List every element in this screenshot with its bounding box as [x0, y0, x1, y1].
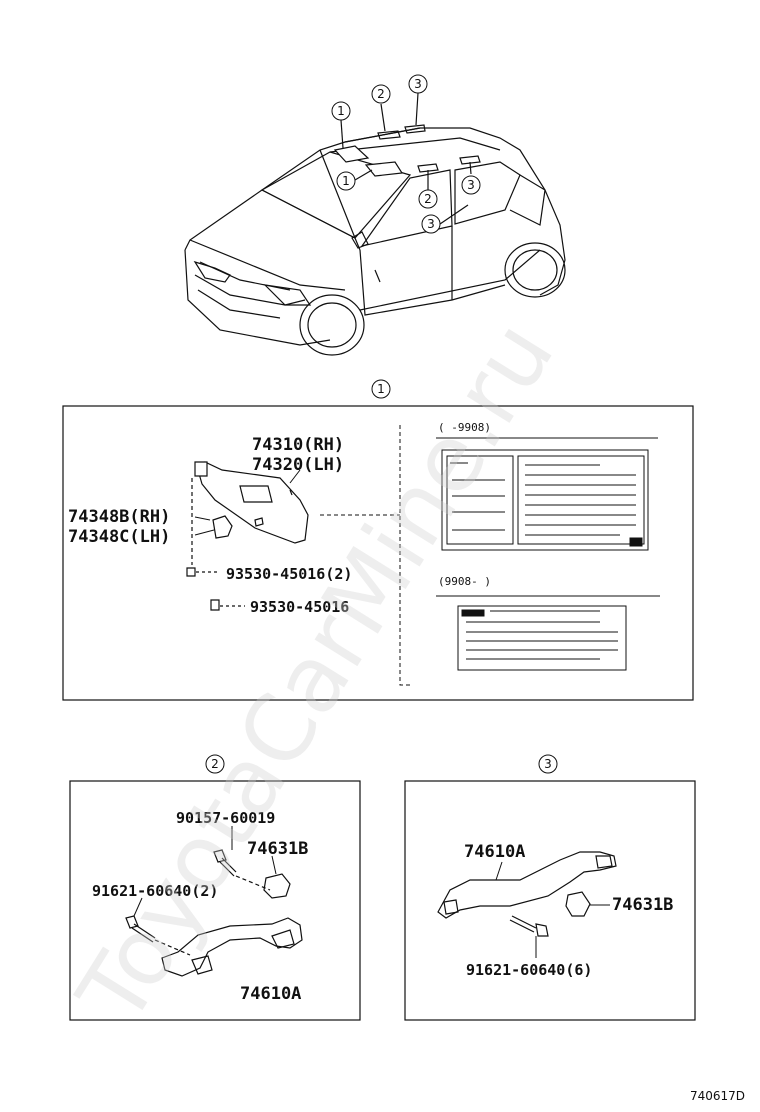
part-74610a-label-2: 74610A — [240, 984, 301, 1004]
watermark: ToyotaCarMine.ru — [57, 303, 574, 1042]
part-74348c-lh-label: 74348C(LH) — [68, 527, 170, 547]
part-91621-60640-2-label: 91621-60640(2) — [92, 882, 218, 900]
svg-text:2: 2 — [424, 192, 432, 206]
callout-overview-2b: 2 — [418, 189, 438, 209]
callout-overview-3a: 3 — [408, 74, 428, 94]
svg-text:3: 3 — [427, 217, 435, 231]
svg-text:1: 1 — [377, 382, 385, 396]
label-period-from: (9908- ) — [438, 575, 491, 588]
callout-overview-1a: 1 — [331, 101, 351, 121]
section-2-leaders — [133, 826, 277, 917]
caution-label-late — [457, 605, 627, 671]
part-74320-lh-label: 74320(LH) — [252, 455, 344, 475]
section-1-frame — [62, 405, 694, 701]
part-74610a-label-3: 74610A — [464, 842, 525, 862]
section-1-leaders — [194, 425, 410, 686]
callout-overview-3c: 3 — [421, 214, 441, 234]
section-3-leaders — [495, 861, 610, 958]
part-91621-60640-6-label: 91621-60640(6) — [466, 961, 592, 979]
caution-label-early — [441, 449, 649, 551]
part-93530-45016-label: 93530-45016 — [250, 598, 349, 616]
assist-grip-3-illustration — [437, 851, 617, 937]
section-2-callout: 2 — [205, 754, 225, 774]
part-74631b-label-2: 74631B — [247, 839, 308, 859]
section-2-frame — [69, 780, 361, 1021]
part-74348b-rh-label: 74348B(RH) — [68, 507, 170, 527]
part-74631b-label-3: 74631B — [612, 895, 673, 915]
svg-text:3: 3 — [414, 77, 422, 91]
drawing-code: 740617D — [690, 1089, 745, 1103]
svg-text:2: 2 — [211, 757, 219, 771]
part-74310-rh-label: 74310(RH) — [252, 435, 344, 455]
callout-overview-3b: 3 — [461, 175, 481, 195]
svg-text:1: 1 — [337, 104, 345, 118]
section-3-callout: 3 — [538, 754, 558, 774]
part-93530-45016-2-label: 93530-45016(2) — [226, 565, 352, 583]
svg-text:3: 3 — [467, 178, 475, 192]
label-period-upto: ( -9908) — [438, 421, 491, 434]
svg-text:1: 1 — [342, 174, 350, 188]
car-illustration — [184, 92, 566, 356]
sun-visor-illustration — [186, 461, 309, 611]
callout-overview-1b: 1 — [336, 171, 356, 191]
svg-text:2: 2 — [377, 87, 385, 101]
section-1-callout: 1 — [371, 379, 391, 399]
section-3-frame — [404, 780, 696, 1021]
part-90157-60019-label: 90157-60019 — [176, 809, 275, 827]
svg-text:3: 3 — [544, 757, 552, 771]
callout-overview-2a: 2 — [371, 84, 391, 104]
assist-grip-2-illustration — [125, 849, 303, 977]
